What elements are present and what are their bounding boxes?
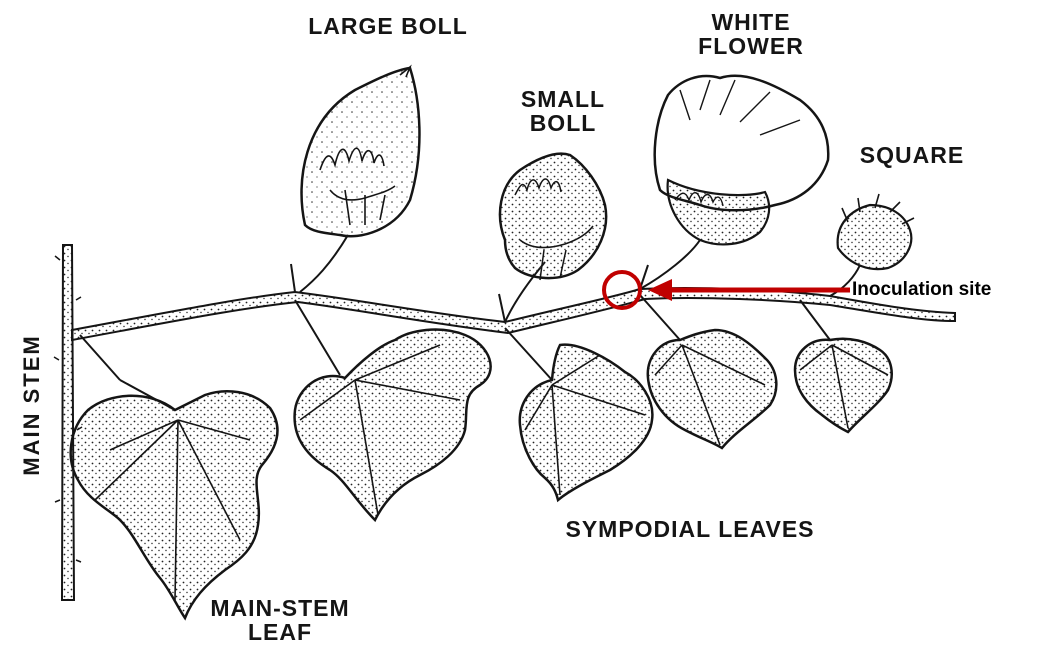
- label-main-stem: MAIN STEM: [19, 325, 45, 485]
- sympodial-leaf-2: [520, 345, 653, 500]
- label-square: SQUARE: [842, 143, 982, 167]
- white-flower: [655, 76, 829, 245]
- main-stem-leaf: [71, 380, 278, 618]
- inoculation-site-label: Inoculation site: [852, 279, 991, 301]
- large-boll: [302, 67, 420, 236]
- square-bud: [838, 194, 914, 269]
- label-large-boll: LARGE BOLL: [288, 14, 488, 38]
- label-white-flower: WHITE FLOWER: [686, 10, 816, 58]
- label-sympodial-leaves: SYMPODIAL LEAVES: [540, 517, 840, 541]
- sympodial-leaf-4: [795, 339, 892, 432]
- sympodial-leaf-1: [295, 330, 491, 520]
- label-small-boll: SMALL BOLL: [508, 87, 618, 135]
- sympodial-leaf-3: [648, 330, 777, 448]
- small-boll: [500, 154, 606, 280]
- label-main-stem-leaf: MAIN-STEM LEAF: [190, 596, 370, 644]
